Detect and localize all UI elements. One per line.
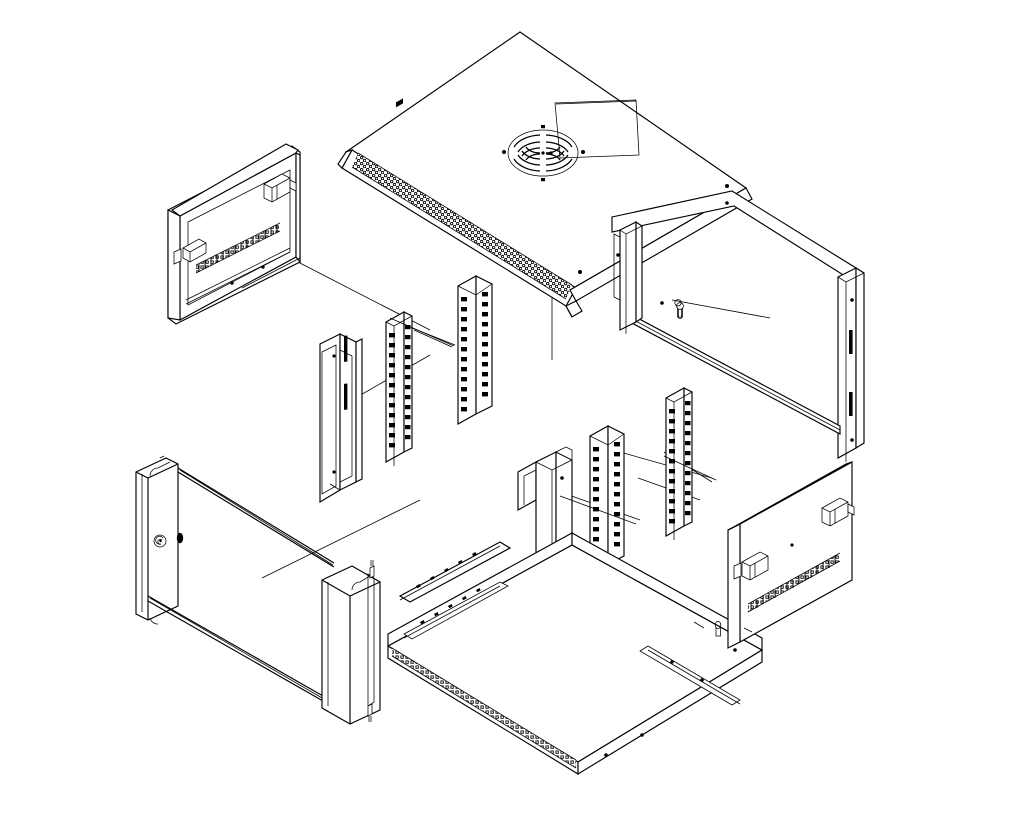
right-panel-vent-perforations xyxy=(747,552,841,613)
top-panel-vent-perforations xyxy=(351,152,573,300)
keyhole-slot-rear xyxy=(674,299,684,320)
left-panel-latch-upper[interactable] xyxy=(263,173,297,203)
left-panel-latch-lower[interactable] xyxy=(173,238,207,265)
top-panel-accessory-cutout xyxy=(554,99,640,159)
fan-grille-icon xyxy=(502,125,585,182)
keyhole-slot-base xyxy=(714,621,722,637)
rear-frame xyxy=(611,190,865,462)
rack-rail-front-left-outer xyxy=(457,275,493,425)
base-front-vent-perforations xyxy=(391,647,577,769)
right-panel-latch-lower[interactable] xyxy=(733,551,769,581)
vertical-post-left xyxy=(319,333,363,504)
rack-rail-front-left-inner xyxy=(385,98,413,466)
left-panel-vent-perforations xyxy=(195,222,281,274)
base-tray xyxy=(386,532,764,776)
right-panel-latch-upper[interactable] xyxy=(821,497,855,527)
rack-rail-rear-right-inner xyxy=(589,425,625,575)
right-side-panel xyxy=(727,461,855,649)
rack-rail-rear-right-outer xyxy=(665,387,693,540)
assembly-leader-lines-overlay xyxy=(241,257,717,525)
left-side-panel xyxy=(167,143,301,325)
door-lock-cylinder[interactable] xyxy=(153,534,167,548)
front-door xyxy=(135,455,381,725)
top-panel xyxy=(337,31,753,318)
rail-holes xyxy=(389,98,411,448)
